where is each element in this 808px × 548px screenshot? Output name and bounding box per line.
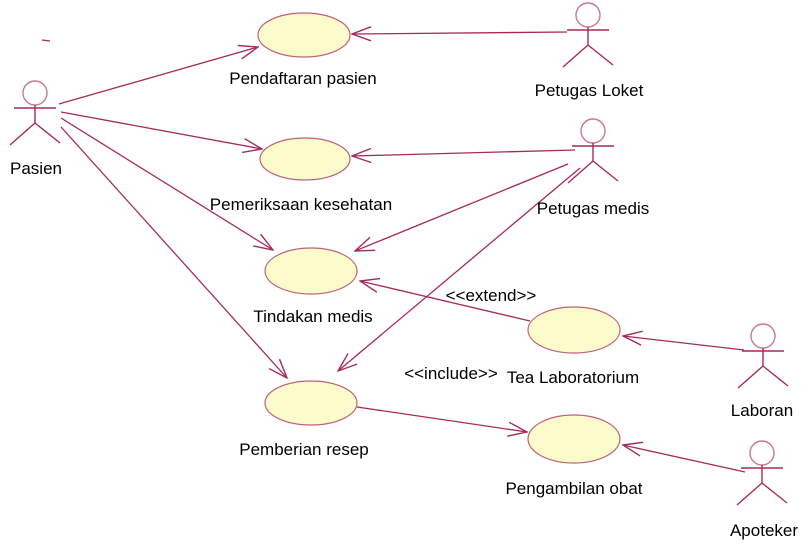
actor-pasien-icon xyxy=(9,80,61,146)
usecase-ellipse-tea-laboratorium xyxy=(527,306,621,354)
actor-label-pasien: Pasien xyxy=(10,159,62,178)
usecase-label-pengambilan-obat: Pengambilan obat xyxy=(505,479,642,498)
stereotype-label-include: <<include>> xyxy=(404,364,498,383)
edge-include-pemberian-pengambilan xyxy=(356,406,527,432)
usecase-ellipse-pengambilan-obat xyxy=(527,414,621,464)
actor-label-petugas-medis: Petugas medis xyxy=(537,199,649,218)
edge-pasien-pendaftaran xyxy=(58,47,258,105)
stereotype-label-extend: <<extend>> xyxy=(446,286,537,305)
usecase-label-pendaftaran-pasien: Pendaftaran pasien xyxy=(229,69,376,88)
edge-pasien-tindakan xyxy=(60,117,273,250)
usecase-label-tindakan-medis: Tindakan medis xyxy=(253,307,372,326)
edge-medis-pemeriksaan xyxy=(352,150,576,156)
actor-laboran-icon xyxy=(737,323,789,389)
actor-petugas-loket-icon xyxy=(562,2,614,68)
use-case-ellipses xyxy=(257,12,621,464)
edge-laboran-tea xyxy=(623,336,745,351)
usecase-ellipse-tindakan-medis xyxy=(264,247,358,295)
usecase-ellipse-pendaftaran-pasien xyxy=(257,12,351,58)
edge-pasien-pemeriksaan xyxy=(60,111,262,149)
actor-label-apoteker: Apoteker xyxy=(730,521,798,540)
edge-loket-pendaftaran xyxy=(352,32,568,34)
usecase-label-pemeriksaan-kesehatan: Pemeriksaan kesehatan xyxy=(210,195,392,214)
edge-medis-pemberian xyxy=(338,167,581,371)
labels: Pendaftaran pasien Pemeriksaan kesehatan… xyxy=(10,69,798,540)
actor-apoteker-icon xyxy=(736,440,788,506)
usecase-ellipse-pemeriksaan-kesehatan xyxy=(259,137,351,181)
actor-label-laboran: Laboran xyxy=(731,401,793,420)
edge-apoteker-pengambilan xyxy=(623,445,746,473)
usecase-label-tea-laboratorium: Tea Laboratorium xyxy=(507,368,639,387)
stray-dash-mark xyxy=(41,39,51,42)
edge-pasien-pemberian xyxy=(60,126,287,378)
edge-medis-tindakan xyxy=(355,163,569,251)
usecase-label-pemberian-resep: Pemberian resep xyxy=(239,440,368,459)
actor-label-petugas-loket: Petugas Loket xyxy=(535,81,644,100)
edge-extend-tea-tindakan xyxy=(360,281,531,322)
association-edges xyxy=(58,32,746,473)
actor-petugas-medis-icon xyxy=(567,118,619,184)
usecase-ellipse-pemberian-resep xyxy=(264,380,358,426)
